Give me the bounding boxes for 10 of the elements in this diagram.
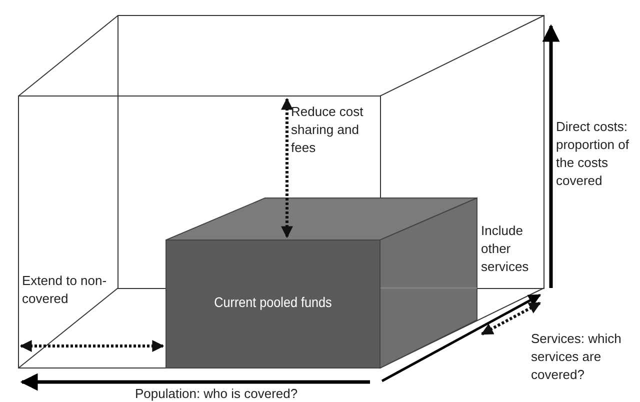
edge-label: Include other services [481, 222, 530, 276]
double-arrow [281, 98, 293, 238]
edge-label: Extend to non-covered [22, 272, 108, 308]
double-arrow [480, 302, 542, 336]
edge-label: Reduce cost sharing and fees [291, 103, 364, 157]
axis-label: Services: which services are covered? [531, 330, 622, 384]
axis-label: Direct costs: proportion of the costs covered [556, 118, 630, 190]
axis-label: Population: who is covered? [135, 385, 299, 402]
double-arrow [20, 340, 164, 352]
block-label: Current pooled funds [213, 294, 333, 310]
